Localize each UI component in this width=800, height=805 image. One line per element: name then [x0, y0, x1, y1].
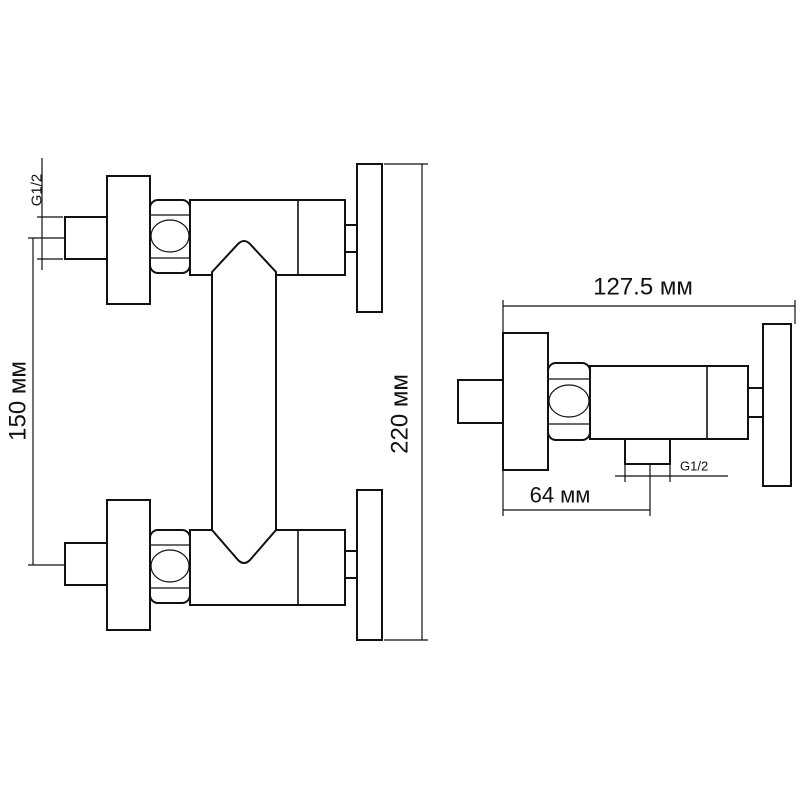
- top-spindle: [344, 224, 358, 253]
- side-wall-flange: [502, 332, 549, 471]
- dim-outlet-offset: 64 мм: [502, 464, 651, 516]
- bottom-spindle: [344, 550, 358, 579]
- dim-total-depth: 127.5 мм: [502, 274, 796, 333]
- top-union-nut: [149, 199, 191, 274]
- dim-center-distance: 150 мм: [5, 237, 64, 566]
- outlet-offset-label: 64 мм: [530, 483, 591, 508]
- bottom-valve-body: [189, 529, 346, 606]
- side-outlet: [624, 438, 671, 465]
- top-wall-flange: [106, 175, 151, 305]
- side-union-nut: [547, 362, 591, 441]
- bottom-union-nut: [149, 529, 191, 604]
- bottom-wall-flange: [106, 499, 151, 631]
- central-body: [211, 240, 277, 564]
- total-depth-label: 127.5 мм: [593, 274, 693, 301]
- side-spindle: [747, 387, 764, 418]
- side-valve-body: [589, 365, 749, 440]
- top-handle: [356, 163, 383, 313]
- front-view: G1/2 150 мм 220 мм: [5, 158, 428, 641]
- bottom-handle: [356, 489, 383, 641]
- top-inlet-nipple: [64, 216, 111, 260]
- center-distance-label: 150 мм: [5, 361, 32, 441]
- dim-total-height: 220 мм: [384, 163, 428, 641]
- thread-label-front: G1/2: [29, 174, 46, 207]
- side-handle: [762, 323, 792, 487]
- bottom-inlet-nipple: [64, 542, 111, 586]
- front-top-assembly: [64, 163, 383, 313]
- outlet-thread-label: G1/2: [680, 459, 708, 474]
- side-view: 127.5 мм 64 мм G1/2: [457, 274, 796, 516]
- front-bottom-assembly: [64, 489, 383, 641]
- side-inlet-nipple: [457, 379, 504, 424]
- dim-outlet-thread: G1/2: [615, 459, 728, 482]
- total-height-label: 220 мм: [387, 374, 414, 454]
- dim-thread-front: G1/2: [29, 158, 63, 270]
